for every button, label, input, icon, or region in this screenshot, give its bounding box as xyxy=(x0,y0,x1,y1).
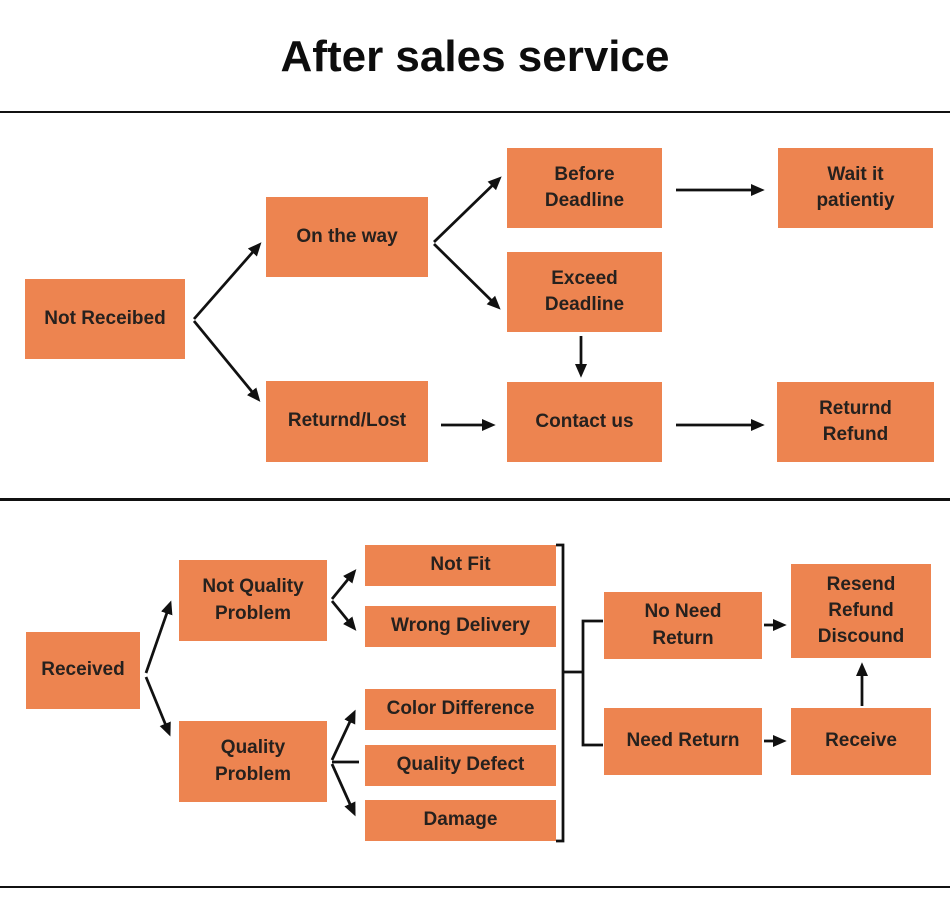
node-receive: Receive xyxy=(791,708,931,775)
node-returned-lost: Returnd/Lost xyxy=(266,381,428,462)
node-not-quality-problem: Not Quality Problem xyxy=(179,560,327,641)
arrow-not-received-to-returned-lost xyxy=(192,320,261,402)
arrow-not-received-to-on-the-way xyxy=(192,242,262,320)
node-wait-it-patiently: Wait it patientiy xyxy=(778,148,933,228)
node-wrong-delivery: Wrong Delivery xyxy=(365,606,556,647)
arrow-quality-to-color-difference xyxy=(330,709,356,761)
node-on-the-way: On the way xyxy=(266,197,428,277)
node-resend-refund-discount: Resend Refund Discound xyxy=(791,564,931,658)
page-title: After sales service xyxy=(280,32,670,81)
arrow-not-quality-to-not-fit xyxy=(330,569,357,600)
node-no-need-return: No Need Return xyxy=(604,592,762,659)
node-damage: Damage xyxy=(365,800,556,841)
node-quality-defect: Quality Defect xyxy=(365,745,556,786)
node-received: Received xyxy=(26,632,140,709)
node-not-received: Not Receibed xyxy=(25,279,185,359)
node-color-difference: Color Difference xyxy=(365,689,556,730)
arrow-received-to-quality-problem xyxy=(144,676,171,737)
fork-return-options xyxy=(581,619,603,747)
node-contact-us: Contact us xyxy=(507,382,662,462)
node-returned-refund: Returnd Refund xyxy=(777,382,934,462)
node-need-return: Need Return xyxy=(604,708,762,775)
section-divider-middle xyxy=(0,498,950,501)
section-divider-top xyxy=(0,111,950,113)
arrow-on-the-way-to-exceed-deadline xyxy=(433,243,501,310)
arrow-on-the-way-to-before-deadline xyxy=(433,176,502,243)
node-quality-problem: Quality Problem xyxy=(179,721,327,802)
section-divider-bottom xyxy=(0,886,950,888)
bracket-quality-outcomes xyxy=(556,543,565,843)
arrow-received-to-not-quality-problem xyxy=(144,600,173,674)
arrow-quality-to-damage xyxy=(330,763,356,817)
node-not-fit: Not Fit xyxy=(365,545,556,586)
arrow-not-quality-to-wrong-delivery xyxy=(330,600,357,631)
node-exceed-deadline: Exceed Deadline xyxy=(507,252,662,332)
node-before-deadline: Before Deadline xyxy=(507,148,662,228)
